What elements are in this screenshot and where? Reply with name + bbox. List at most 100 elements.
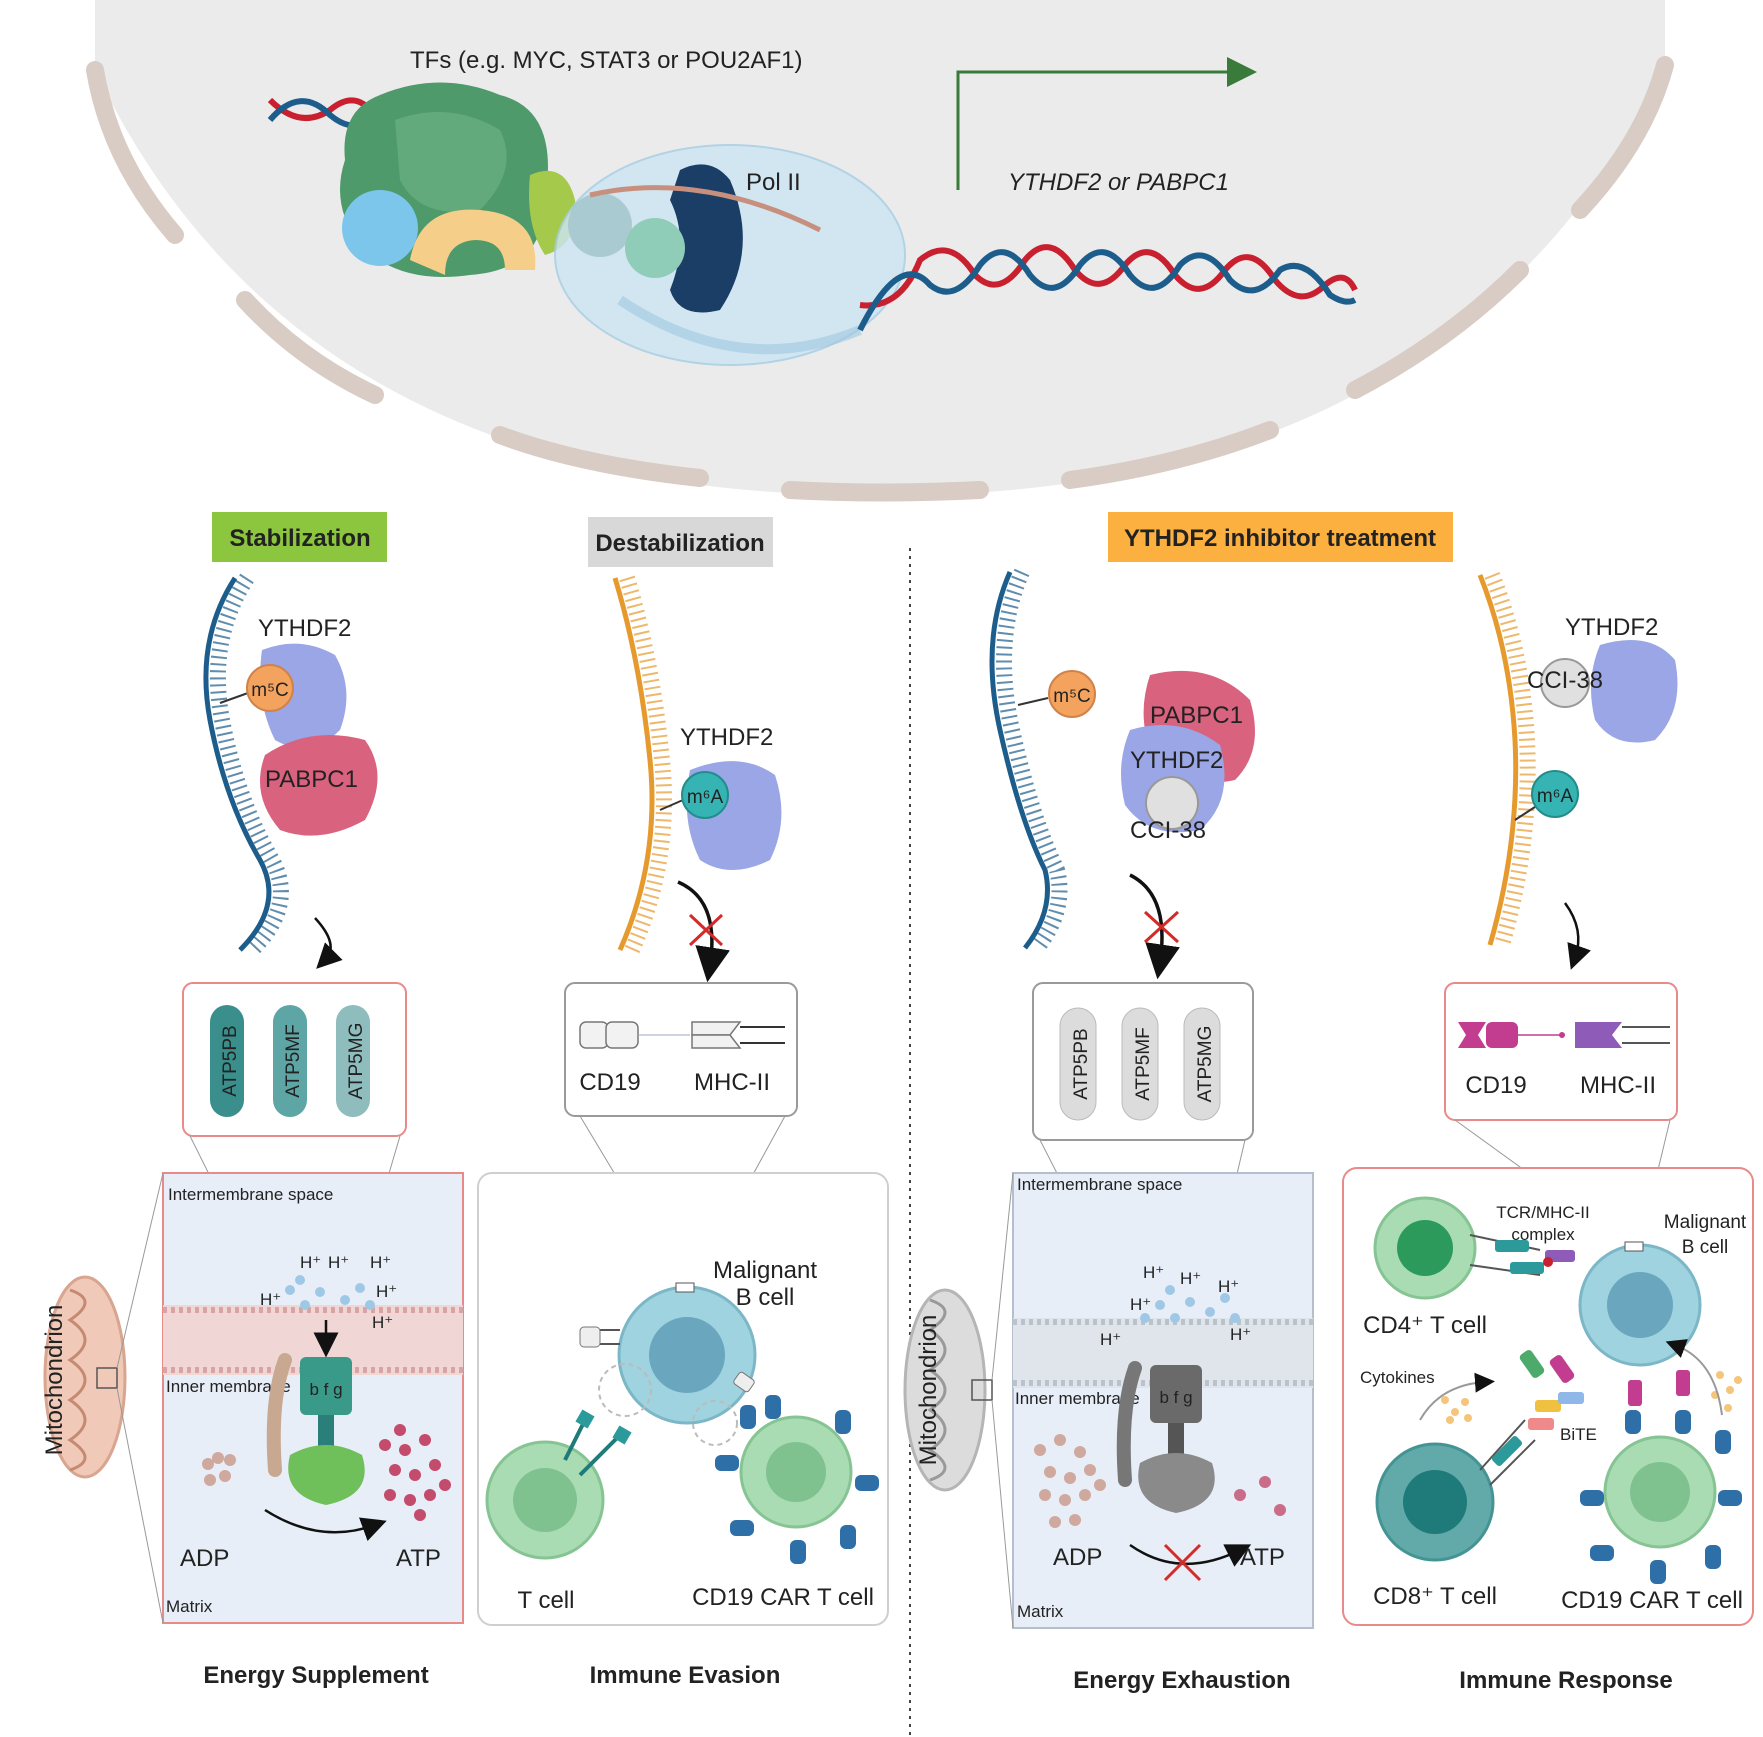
svg-text:H⁺: H⁺ <box>376 1282 397 1301</box>
matrix-label: Matrix <box>166 1597 213 1616</box>
adp-atp-arrow <box>264 1508 387 1542</box>
pabpc1-label: PABPC1 <box>265 766 358 793</box>
svg-text:Stabilization: Stabilization <box>229 525 370 552</box>
svg-text:H⁺: H⁺ <box>372 1313 393 1332</box>
caption-energy-supplement: Energy Supplement <box>203 1662 428 1689</box>
cd4-t-cell <box>1373 1196 1575 1300</box>
tf-subunit-blue <box>342 190 418 266</box>
b-cell-label: B cell <box>736 1284 795 1311</box>
m5c-mark <box>246 664 294 712</box>
car-t-cell <box>715 1395 879 1564</box>
ythdf2-label: YTHDF2 <box>1130 747 1223 774</box>
svg-text:b f g: b f g <box>309 1380 342 1399</box>
m6a-mark <box>681 771 729 819</box>
flow-arrow <box>314 917 343 969</box>
cd4-label: CD4⁺ T cell <box>1363 1312 1487 1339</box>
cci38-molecule <box>1540 658 1590 708</box>
car-t-label: CD19 CAR T cell <box>1561 1587 1743 1614</box>
t-cell <box>485 1409 632 1560</box>
bite-molecule <box>1519 1350 1584 1430</box>
proton-dots <box>1140 1285 1240 1323</box>
mitochondrion-label: Mitochondrion <box>915 1315 942 1466</box>
mitochondrion-icon <box>43 1275 127 1479</box>
adp-label: ADP <box>1053 1544 1102 1571</box>
malignant-b-cell <box>1578 1241 1702 1367</box>
cd19-icon-active <box>1458 1022 1565 1048</box>
nuclear-envelope <box>86 56 1674 502</box>
ythdf2-protein <box>1591 640 1678 743</box>
m6a-mark <box>1531 770 1579 818</box>
cci38-label: CCI-38 <box>1527 667 1603 694</box>
svg-text:m⁵C: m⁵C <box>251 680 288 701</box>
ythdf2-label: YTHDF2 <box>258 615 351 642</box>
svg-text:H⁺: H⁺ <box>300 1253 321 1272</box>
matrix-label: Matrix <box>1017 1602 1064 1621</box>
adp-dots <box>1034 1434 1106 1528</box>
rna-strand-blue <box>203 576 272 952</box>
header-destabilization: Destabilization <box>588 517 773 567</box>
ythdf2-label: YTHDF2 <box>680 724 773 751</box>
car-t-cell <box>1580 1370 1742 1584</box>
tfs-label: TFs (e.g. MYC, STAT3 or POU2AF1) <box>410 47 803 74</box>
header-stabilization: Stabilization <box>212 512 387 562</box>
gene-label: YTHDF2 or PABPC1 <box>1008 169 1229 196</box>
cd19-label: CD19 <box>579 1069 640 1096</box>
malignant-label: Malignant <box>1664 1212 1747 1233</box>
car-t-label: CD19 CAR T cell <box>692 1584 874 1611</box>
rna-strand-blue <box>989 570 1050 950</box>
marker-box <box>564 982 798 1117</box>
atp-synthase-inactive: b f g <box>1116 1361 1215 1513</box>
svg-text:YTHDF2 inhibitor treatment: YTHDF2 inhibitor treatment <box>1124 525 1436 552</box>
atp-label: ATP <box>396 1545 441 1572</box>
atp-dots <box>1234 1476 1286 1516</box>
transcription-arrow <box>956 57 1257 190</box>
svg-text:m⁵C: m⁵C <box>1053 686 1090 707</box>
gene-atp5mf: ATP5MF <box>1133 1027 1154 1101</box>
pabpc1-label: PABPC1 <box>1150 702 1243 729</box>
ythdf2-label: YTHDF2 <box>1565 614 1658 641</box>
mitochondrion-icon-grey <box>903 1288 993 1492</box>
intermembrane-label: Intermembrane space <box>168 1185 333 1204</box>
panel-energy-exhaustion: m⁵C PABPC1 YTHDF2 CCI-38 ATP5PB ATP5MF A… <box>903 568 1314 1694</box>
svg-text:H⁺: H⁺ <box>328 1253 349 1272</box>
cd8-label: CD8⁺ T cell <box>1373 1583 1497 1610</box>
svg-text:H⁺: H⁺ <box>1143 1263 1164 1282</box>
t-cell-label: T cell <box>518 1587 575 1614</box>
gene-atp5pb: ATP5PB <box>220 1025 241 1096</box>
adp-dots <box>202 1452 236 1486</box>
block-cross <box>688 913 724 947</box>
svg-text:H⁺: H⁺ <box>260 1290 281 1309</box>
marker-box <box>1444 982 1678 1121</box>
malignant-b-cell <box>579 1282 757 1446</box>
cd8-t-cell <box>1375 1419 1536 1562</box>
gene-atp5pb: ATP5PB <box>1071 1028 1092 1099</box>
nucleus: Pol II TFs (e.g. MYC, STAT3 or POU2AF1) … <box>86 0 1674 502</box>
gene-pills: ATP5PB ATP5MF ATP5MG <box>1059 1007 1221 1121</box>
cci38-molecule <box>1145 776 1199 830</box>
svg-text:H⁺: H⁺ <box>1180 1269 1201 1288</box>
rna-strand-orange <box>1477 574 1519 946</box>
atp-dots <box>379 1424 451 1521</box>
m5c-mark <box>1048 670 1096 718</box>
svg-text:H⁺: H⁺ <box>1130 1295 1151 1314</box>
inner-membrane-label: Inner membrane <box>1015 1389 1140 1408</box>
b-cell-label: B cell <box>1682 1237 1728 1258</box>
svg-text:H⁺: H⁺ <box>1100 1330 1121 1349</box>
caption-immune-response: Immune Response <box>1459 1667 1672 1694</box>
block-cross <box>1143 910 1180 944</box>
panel-immune-evasion: m⁶A YTHDF2 CD19 MHC-II <box>477 575 889 1689</box>
proton-labels: H⁺ H⁺ H⁺ H⁺ H⁺ H⁺ <box>1100 1263 1251 1349</box>
svg-text:H⁺: H⁺ <box>1218 1277 1239 1296</box>
panel-energy-supplement: m⁵C YTHDF2 PABPC1 ATP5PB ATP5MF ATP5MG I… <box>41 573 464 1689</box>
flow-arrow <box>1129 873 1180 980</box>
gene-atp5mf: ATP5MF <box>283 1024 304 1098</box>
inner-membrane-label: Inner membrane <box>166 1377 291 1396</box>
pol2-dark-subunit <box>670 164 743 313</box>
tcr-mhc-label: TCR/MHC-II <box>1496 1203 1589 1222</box>
gene-pills: ATP5PB ATP5MF ATP5MG <box>210 1005 370 1117</box>
svg-text:m⁶A: m⁶A <box>1537 786 1574 807</box>
atp-label: ATP <box>1240 1544 1285 1571</box>
pabpc1-protein <box>260 735 378 836</box>
rna-strand-orange <box>612 577 655 952</box>
